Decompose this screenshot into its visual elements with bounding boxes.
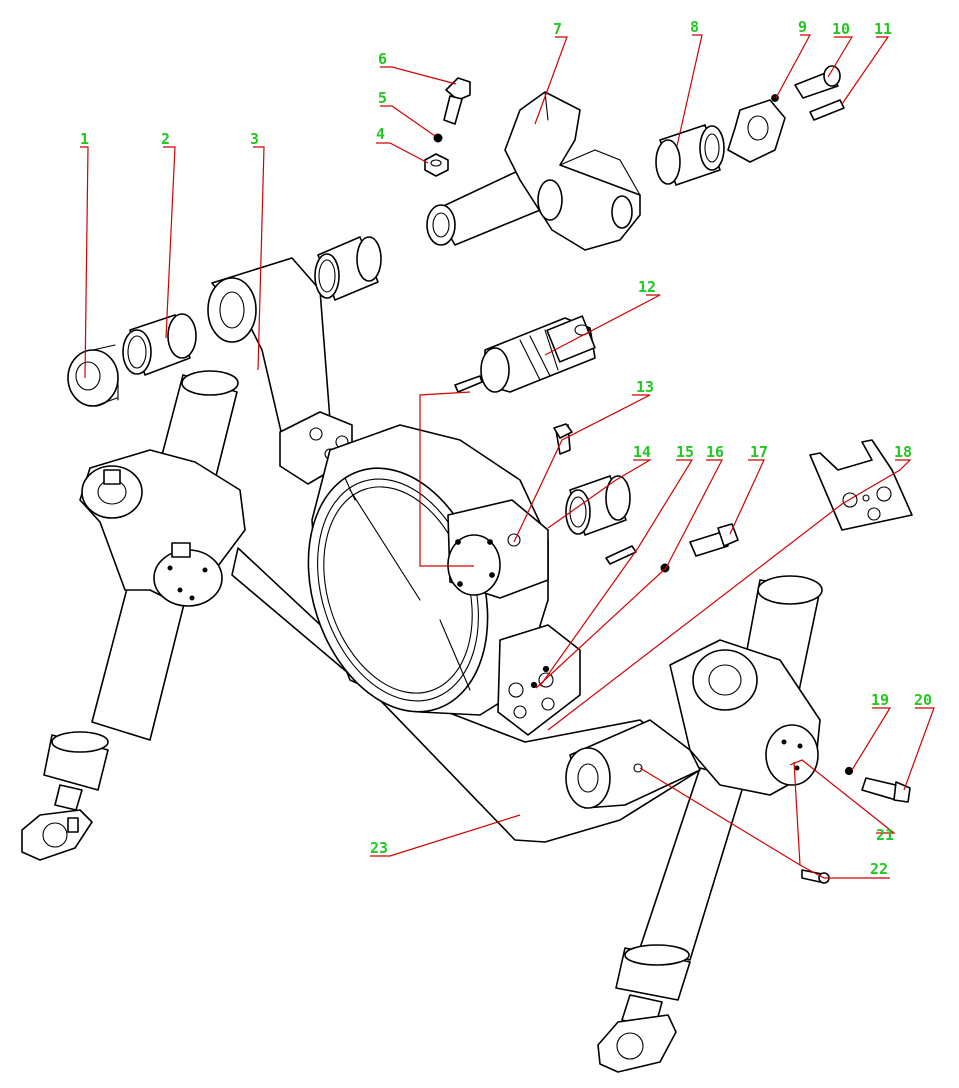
screw-part-22	[801, 869, 830, 884]
callout-22: 22	[870, 860, 888, 878]
bushing-part-2	[122, 313, 197, 376]
leader-17	[729, 459, 765, 535]
bushing-arm	[314, 236, 382, 301]
leader-2	[163, 146, 176, 339]
callout-5: 5	[378, 89, 387, 107]
callout-15: 15	[676, 443, 694, 461]
leader-12	[544, 294, 661, 356]
left-cylinder	[21, 370, 239, 861]
leader-18	[547, 459, 912, 731]
callout-8: 8	[690, 18, 699, 36]
exploded-parts	[67, 65, 913, 884]
bolt-part-20	[861, 777, 911, 803]
right-pivot	[565, 639, 821, 809]
leader-4	[376, 142, 429, 164]
bolt-part-6	[443, 77, 471, 125]
line-art	[21, 65, 913, 1073]
plate-part-18	[809, 439, 913, 531]
leader-22b	[793, 761, 801, 866]
leader-6	[380, 66, 457, 85]
callout-23: 23	[370, 839, 388, 857]
callout-16: 16	[706, 443, 724, 461]
leader-5	[380, 105, 436, 137]
washer-part-19	[844, 766, 854, 776]
bolt-part-17	[689, 531, 729, 557]
leader-12b	[419, 391, 474, 567]
leader-20	[903, 707, 935, 791]
callout-12: 12	[638, 278, 656, 296]
callout-20: 20	[914, 691, 932, 709]
callout-2: 2	[161, 130, 170, 148]
bearing-block	[727, 99, 786, 163]
callout-19: 19	[871, 691, 889, 709]
leader-13	[513, 394, 651, 543]
pin-part-15	[605, 545, 637, 565]
leader-9	[775, 34, 812, 99]
callout-10: 10	[832, 20, 850, 38]
leader-3	[253, 146, 265, 371]
leader-14	[547, 459, 653, 529]
leader-10	[827, 36, 854, 78]
callout-4: 4	[376, 125, 385, 143]
callout-3: 3	[250, 130, 259, 148]
callout-14: 14	[633, 443, 651, 461]
leader-7	[534, 36, 568, 125]
callout-13: 13	[636, 378, 654, 396]
cylinder-part-12	[454, 315, 596, 393]
leader-15	[539, 459, 694, 687]
callout-21: 21	[876, 826, 894, 844]
callout-9: 9	[798, 18, 807, 36]
callout-6: 6	[378, 50, 387, 68]
leader-19	[851, 707, 892, 771]
pin-part-11	[809, 99, 845, 121]
collar-part-1	[67, 344, 119, 407]
leader-8	[676, 34, 703, 147]
callout-11: 11	[874, 20, 892, 38]
leader-22	[639, 767, 890, 879]
leader-1	[80, 146, 89, 379]
callout-labels: 1 2 3 4 5 6 7 8 9 10 11 12 13 14 15 16 1…	[80, 18, 932, 878]
bushing-part-14	[565, 475, 631, 536]
leader-23	[370, 814, 521, 857]
washer-part-5	[433, 133, 443, 143]
leader-lines	[80, 34, 935, 879]
callout-18: 18	[894, 443, 912, 461]
nut-part-4	[424, 153, 449, 177]
leader-21	[789, 759, 896, 834]
bushing-part-8	[655, 124, 725, 186]
leader-16	[535, 459, 723, 689]
callout-17: 17	[750, 443, 768, 461]
leader-11	[841, 36, 890, 105]
callout-7: 7	[553, 20, 562, 38]
yoke-part-7	[504, 91, 641, 251]
left-yoke	[79, 449, 246, 607]
callout-1: 1	[80, 130, 89, 148]
